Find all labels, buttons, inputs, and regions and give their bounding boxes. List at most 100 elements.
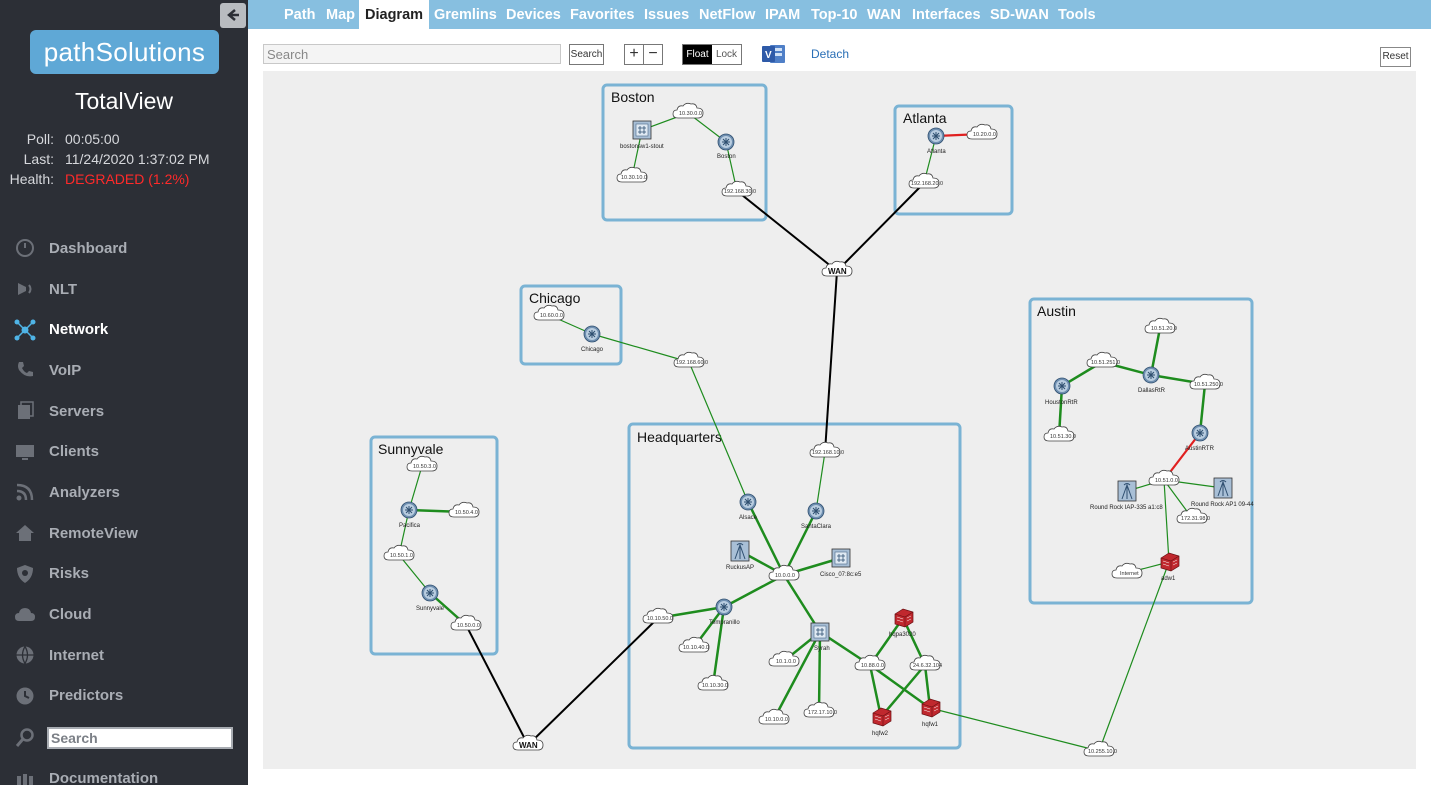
access-point-node[interactable]: Round Rock IAP-335 a1:c8: [1090, 480, 1163, 511]
network-cloud[interactable]: 192.168.60.0: [673, 351, 708, 368]
link[interactable]: [782, 573, 822, 634]
link[interactable]: [1098, 561, 1170, 752]
router-node[interactable]: DallasRtR: [1138, 366, 1166, 394]
sidebar-item-risks[interactable]: Risks: [0, 554, 248, 595]
access-point-node[interactable]: RuckusAP: [726, 540, 754, 571]
network-cloud[interactable]: 10.51.0.0: [1148, 469, 1180, 486]
sidebar-item-servers[interactable]: Servers: [0, 391, 248, 432]
router-node[interactable]: Chicago: [581, 325, 604, 353]
network-cloud[interactable]: 10.50.4.0: [448, 501, 480, 518]
sidebar-item-dashboard[interactable]: Dashboard: [0, 228, 248, 269]
tab-top-10[interactable]: Top-10: [811, 7, 858, 23]
tab-devices[interactable]: Devices: [506, 7, 561, 23]
zoom-in-button[interactable]: +: [625, 45, 644, 64]
link[interactable]: [591, 333, 690, 363]
router-node[interactable]: Sunnyvale: [416, 584, 445, 612]
link[interactable]: [782, 509, 818, 577]
tab-interfaces[interactable]: Interfaces: [912, 7, 981, 23]
sidebar-item-cloud[interactable]: Cloud: [0, 594, 248, 635]
network-cloud[interactable]: 10.51.250.0: [1189, 373, 1223, 390]
lock-button[interactable]: Lock: [712, 45, 741, 64]
sidebar-item-remoteview[interactable]: RemoteView: [0, 513, 248, 554]
tab-issues[interactable]: Issues: [644, 7, 690, 23]
network-cloud[interactable]: 10.10.40.0: [678, 636, 710, 653]
link[interactable]: [879, 663, 927, 719]
float-button[interactable]: Float: [683, 45, 712, 64]
group-box-chicago[interactable]: [519, 284, 623, 366]
network-cloud[interactable]: 10.88.0.0: [854, 654, 886, 671]
sidebar-item-predictors[interactable]: Predictors: [0, 676, 248, 717]
link[interactable]: [711, 605, 726, 687]
wan-cloud[interactable]: WAN: [512, 734, 544, 751]
tab-tools[interactable]: Tools: [1058, 7, 1096, 23]
network-cloud[interactable]: 172.31.98.0: [1176, 507, 1210, 524]
link-wan[interactable]: [736, 190, 838, 272]
link[interactable]: [929, 707, 1100, 752]
detach-link[interactable]: Detach: [811, 47, 850, 61]
network-cloud[interactable]: 10.50.0.0: [450, 614, 482, 631]
network-cloud[interactable]: 192.168.30.0: [721, 180, 756, 197]
network-cloud[interactable]: 10.51.251.0: [1086, 351, 1120, 368]
link[interactable]: [815, 451, 826, 512]
link-wan[interactable]: [527, 617, 659, 746]
network-cloud[interactable]: 192.168.20.0: [908, 172, 943, 189]
router-node[interactable]: Boston: [717, 133, 736, 160]
link[interactable]: [688, 361, 749, 503]
network-cloud[interactable]: 10.20.0.0: [966, 123, 998, 140]
wan-cloud[interactable]: WAN: [821, 260, 853, 277]
link[interactable]: [746, 500, 786, 577]
collapse-sidebar-button[interactable]: [220, 3, 246, 28]
network-cloud[interactable]: Internet: [1111, 562, 1143, 579]
group-box-atlanta[interactable]: [893, 104, 1014, 216]
router-node[interactable]: SantaClara: [801, 502, 832, 530]
network-cloud[interactable]: 24.6.32.104: [909, 654, 942, 671]
network-cloud[interactable]: 10.10.0.0: [758, 708, 790, 725]
network-diagram-canvas[interactable]: Boston Atlanta Chicago Austin Sunnyvale …: [263, 71, 1416, 769]
router-node[interactable]: Pacifica: [399, 501, 421, 529]
sidebar-item-internet[interactable]: Internet: [0, 635, 248, 676]
network-cloud[interactable]: 10.51.20.0: [1144, 317, 1177, 334]
switch-node[interactable]: Cisco_07:8c:e5: [820, 548, 862, 578]
tab-favorites[interactable]: Favorites: [570, 7, 635, 23]
network-cloud[interactable]: 172.17.10.0: [803, 701, 837, 718]
link[interactable]: [772, 630, 822, 721]
group-box-boston[interactable]: [601, 83, 768, 222]
tab-gremlins[interactable]: Gremlins: [434, 7, 497, 23]
link-wan[interactable]: [465, 624, 529, 746]
reset-button[interactable]: Reset: [1380, 47, 1411, 67]
diagram-search-button[interactable]: Search: [569, 44, 604, 65]
router-node[interactable]: Tempranillo: [709, 598, 740, 626]
switch-node[interactable]: bostonsw1-stout: [620, 120, 664, 150]
tab-ipam[interactable]: IPAM: [765, 7, 801, 23]
access-point-node[interactable]: Round Rock AP1 09-44: [1191, 477, 1254, 508]
router-node[interactable]: Atlanta: [927, 127, 946, 155]
sidebar-item-nlt[interactable]: NLT: [0, 269, 248, 310]
group-box-sunnyvale[interactable]: [369, 435, 499, 656]
network-cloud[interactable]: 10.51.30.0: [1043, 425, 1076, 442]
sidebar-item-analyzers[interactable]: Analyzers: [0, 472, 248, 513]
sidebar-item-clients[interactable]: Clients: [0, 431, 248, 472]
network-cloud[interactable]: 192.168.10.0: [809, 441, 844, 458]
router-node[interactable]: AustinRTR: [1185, 424, 1215, 452]
firewall-node[interactable]: hqfw2: [872, 707, 892, 737]
diagram-search-input[interactable]: [263, 44, 561, 64]
link-wan[interactable]: [824, 270, 838, 453]
sidebar-item-documentation[interactable]: Documentation: [0, 758, 248, 785]
tab-map[interactable]: Map: [326, 7, 355, 23]
visio-export-icon[interactable]: V: [762, 43, 786, 65]
network-cloud[interactable]: 10.50.3.0: [406, 455, 438, 472]
tab-diagram[interactable]: Diagram: [359, 0, 430, 29]
firewall-node[interactable]: adw1: [1160, 552, 1180, 582]
network-cloud[interactable]: 10.0.0.0: [768, 564, 800, 581]
link[interactable]: [868, 663, 932, 710]
switch-node[interactable]: Syrah: [810, 622, 830, 652]
network-cloud[interactable]: 10.60.0.0: [533, 304, 565, 321]
link[interactable]: [1163, 479, 1170, 563]
router-node[interactable]: HoustonRtR: [1045, 377, 1078, 406]
network-cloud[interactable]: 10.10.50.0: [642, 607, 674, 624]
tab-netflow[interactable]: NetFlow: [699, 7, 756, 23]
network-cloud[interactable]: 10.50.1.0: [383, 544, 415, 561]
network-cloud[interactable]: 10.1.0.0: [768, 650, 800, 667]
zoom-out-button[interactable]: −: [648, 45, 658, 62]
tab-wan[interactable]: WAN: [867, 7, 901, 23]
